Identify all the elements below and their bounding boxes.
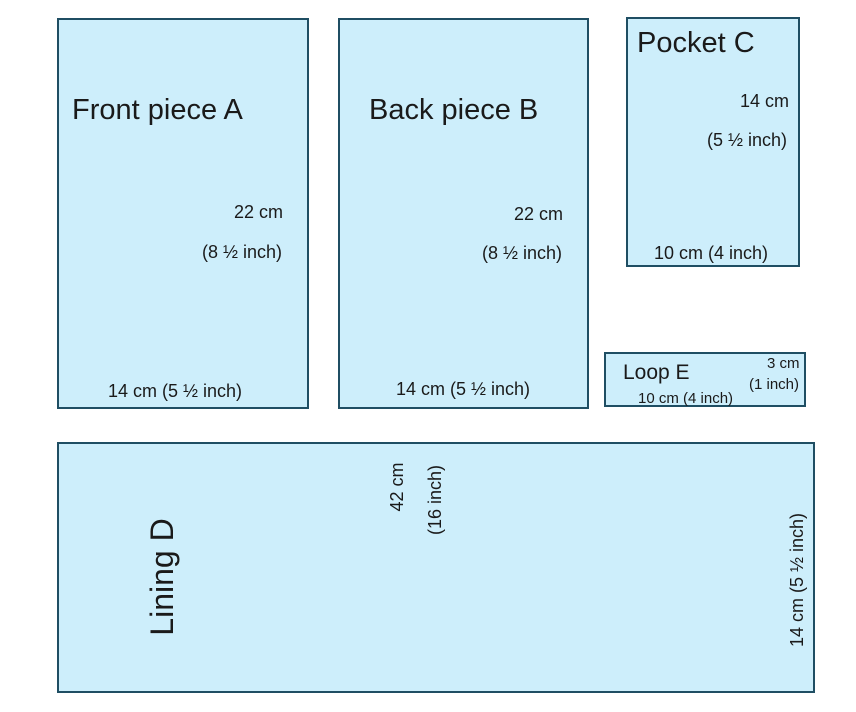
loop-label: Loop E <box>623 361 690 384</box>
front-piece-height-cm: 22 cm <box>234 202 284 222</box>
pocket-label: Pocket C <box>637 27 755 59</box>
lining-length-inch: (16 inch) <box>425 464 445 536</box>
front-piece-a: Front piece A 22 cm (8 ½ inch) 14 cm (5 … <box>57 18 309 409</box>
back-piece-height-cm: 22 cm <box>514 204 564 224</box>
pocket-height-cm: 14 cm <box>740 91 790 111</box>
pocket-height-inch: (5 ½ inch) <box>707 130 788 150</box>
pocket-c: Pocket C 14 cm (5 ½ inch) 10 cm (4 inch) <box>626 17 800 267</box>
loop-height-cm: 3 cm <box>767 355 800 372</box>
loop-width: 10 cm (4 inch) <box>638 390 734 407</box>
back-piece-width: 14 cm (5 ½ inch) <box>396 379 531 399</box>
back-piece-label: Back piece B <box>369 94 539 126</box>
front-piece-label: Front piece A <box>72 94 243 126</box>
loop-height-inch: (1 inch) <box>749 376 800 393</box>
loop-e: Loop E 3 cm (1 inch) 10 cm (4 inch) <box>604 352 806 407</box>
pocket-width: 10 cm (4 inch) <box>654 243 769 263</box>
back-piece-height-inch: (8 ½ inch) <box>482 243 563 263</box>
back-piece-b: Back piece B 22 cm (8 ½ inch) 14 cm (5 ½… <box>338 18 589 409</box>
front-piece-width: 14 cm (5 ½ inch) <box>108 381 243 401</box>
front-piece-height-inch: (8 ½ inch) <box>202 242 283 262</box>
lining-length-cm: 42 cm <box>387 462 407 512</box>
lining-d: Lining D 42 cm (16 inch) 14 cm (5 ½ inch… <box>57 442 815 693</box>
lining-label: Lining D <box>144 518 180 636</box>
lining-width: 14 cm (5 ½ inch) <box>787 512 807 648</box>
